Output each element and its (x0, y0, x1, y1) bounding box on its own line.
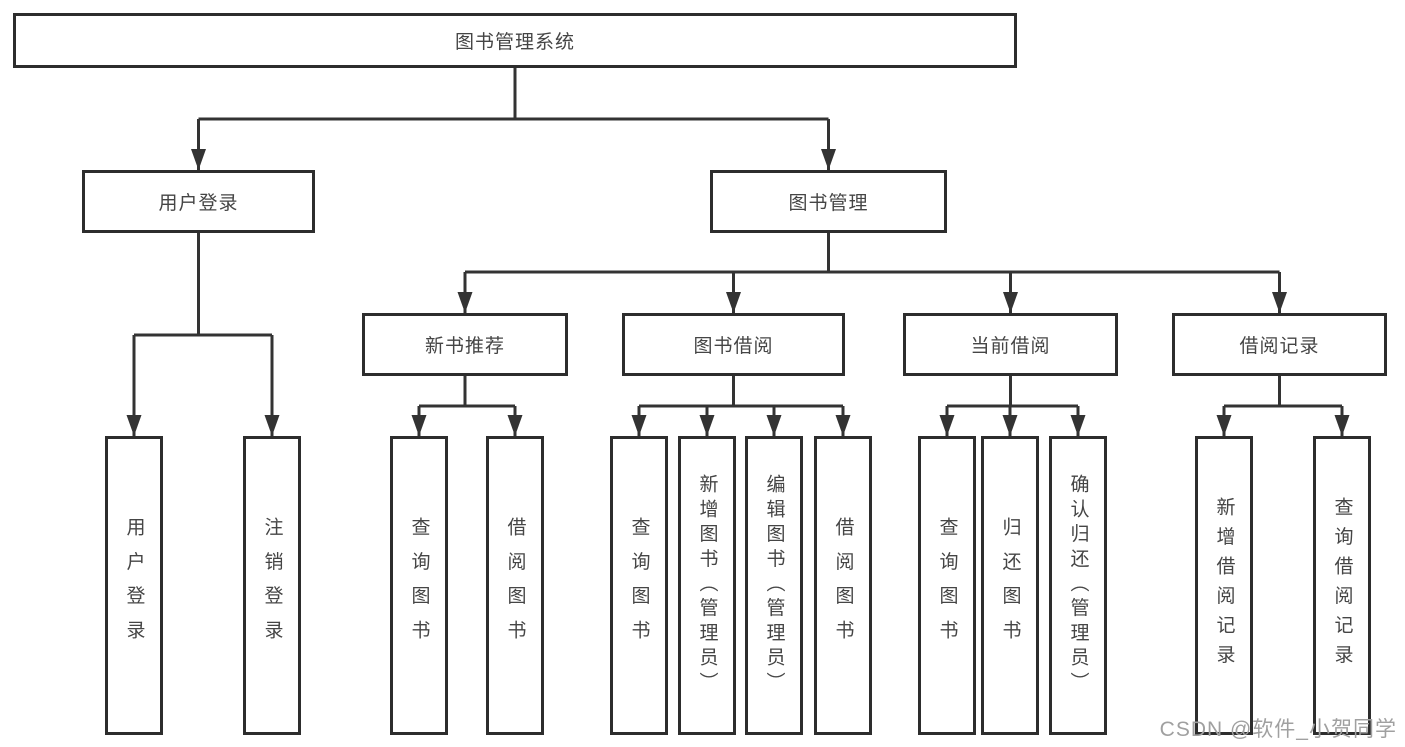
node-label: 查询图书 (408, 517, 430, 654)
node-current-borrow: 当前借阅 (903, 313, 1118, 376)
node-label: 当前借阅 (970, 336, 1051, 357)
node-cb-return: 归还图书 (981, 436, 1039, 735)
node-label: 确认归还（管理员） (1067, 474, 1089, 697)
node-borrow-record: 借阅记录 (1172, 313, 1387, 376)
node-label: 新书推荐 (424, 336, 505, 357)
node-book-mgmt: 图书管理 (710, 170, 947, 233)
node-label: 新增图书（管理员） (696, 474, 718, 697)
node-label: 查询图书 (628, 517, 650, 654)
node-label: 借阅图书 (832, 517, 854, 654)
node-label: 图书借阅 (693, 336, 774, 357)
node-bb-borrow: 借阅图书 (814, 436, 872, 735)
node-label: 用户登录 (123, 517, 145, 654)
node-label: 编辑图书（管理员） (763, 474, 785, 697)
node-br-add: 新增借阅记录 (1195, 436, 1253, 735)
node-bb-edit: 编辑图书（管理员） (745, 436, 803, 735)
node-label: 查询图书 (936, 517, 958, 654)
node-label: 用户登录 (158, 193, 239, 214)
node-bb-query: 查询图书 (610, 436, 668, 735)
node-label: 图书管理 (788, 193, 869, 214)
node-nb-query: 查询图书 (390, 436, 448, 735)
node-leaf-user-login: 用户登录 (105, 436, 163, 735)
node-cb-query: 查询图书 (918, 436, 976, 735)
node-label: 借阅记录 (1239, 336, 1320, 357)
node-label: 图书管理系统 (454, 32, 575, 53)
node-cb-confirm: 确认归还（管理员） (1049, 436, 1107, 735)
node-label: 查询借阅记录 (1331, 497, 1353, 674)
watermark: CSDN @软件_小贺同学 (1159, 718, 1397, 741)
node-br-query: 查询借阅记录 (1313, 436, 1371, 735)
node-label: 归还图书 (999, 517, 1021, 654)
node-label: 新增借阅记录 (1213, 497, 1235, 674)
node-label: 借阅图书 (504, 517, 526, 654)
node-book-borrow: 图书借阅 (622, 313, 845, 376)
node-nb-borrow: 借阅图书 (486, 436, 544, 735)
node-root: 图书管理系统 (13, 13, 1017, 68)
node-bb-add: 新增图书（管理员） (678, 436, 736, 735)
node-label: 注销登录 (261, 517, 283, 654)
node-leaf-logout: 注销登录 (243, 436, 301, 735)
node-new-book-rec: 新书推荐 (362, 313, 568, 376)
node-user-login: 用户登录 (82, 170, 315, 233)
